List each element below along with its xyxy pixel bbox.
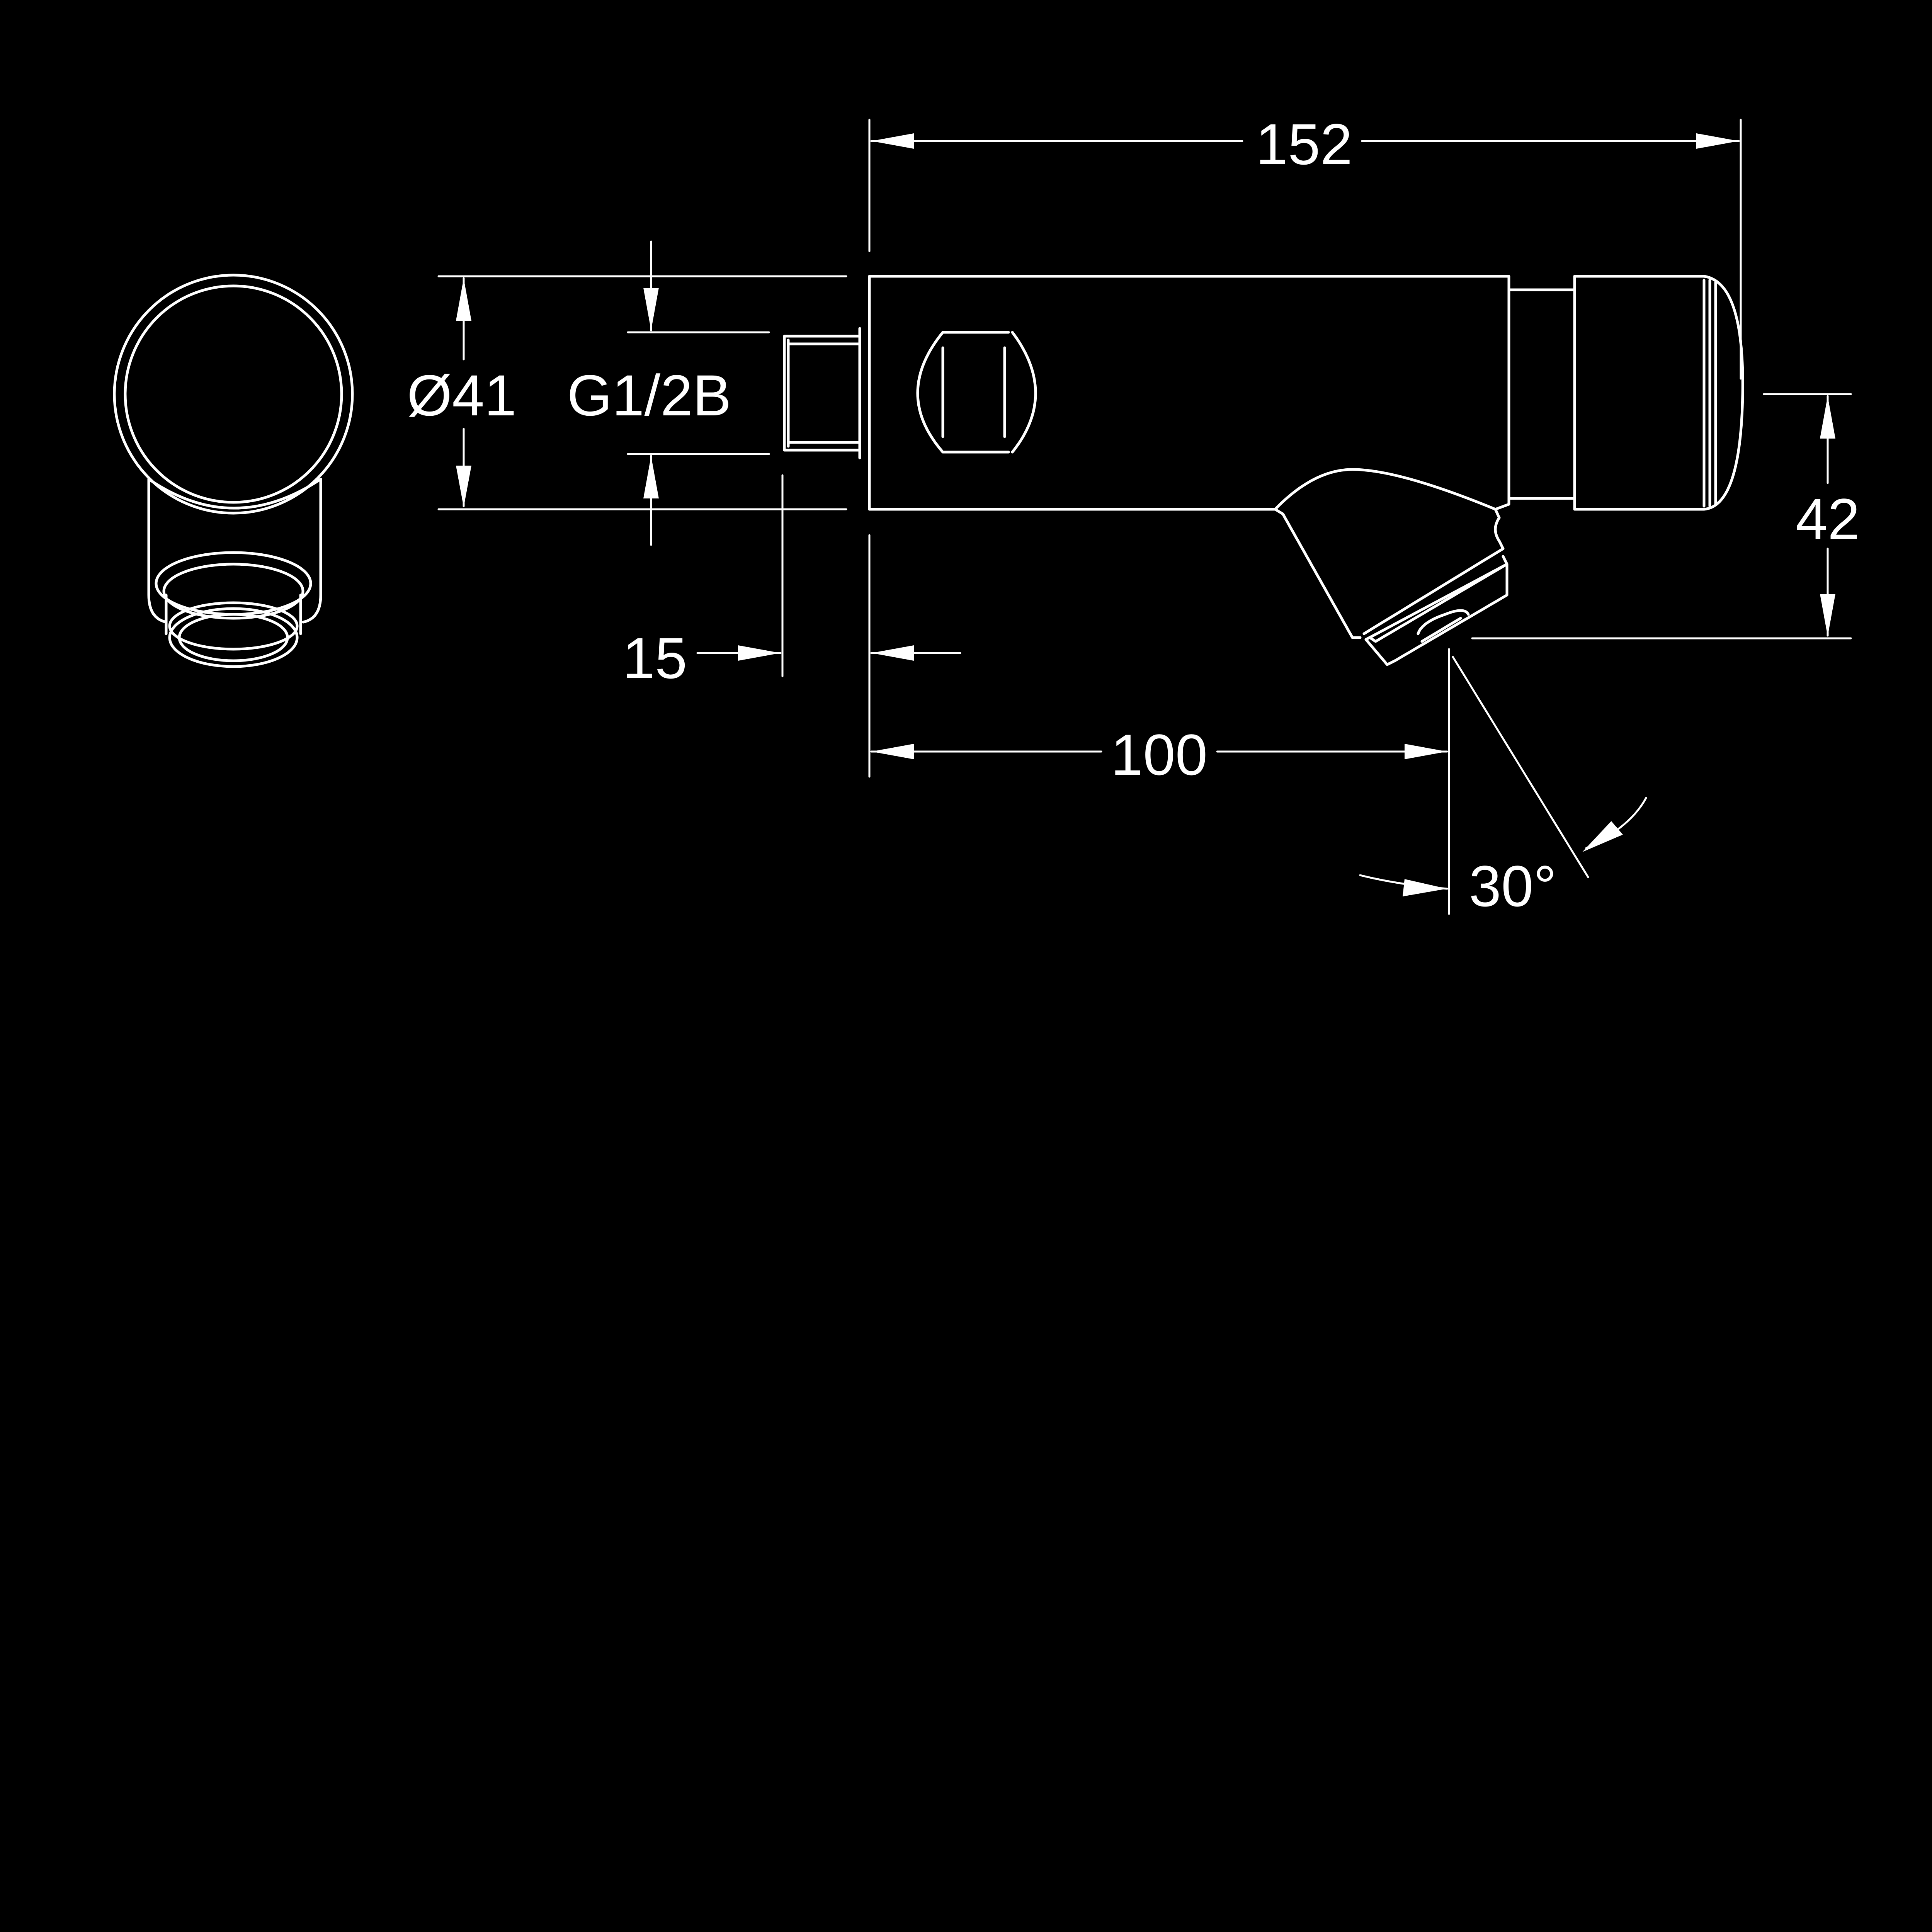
thread-connector [783, 327, 861, 459]
valve-body [868, 275, 1510, 511]
dim-spout-offset: 100 [1111, 722, 1208, 787]
dimension-lines [437, 119, 1852, 915]
neck [1507, 288, 1576, 500]
dim-height: 42 [1796, 486, 1860, 551]
button-window [916, 331, 1037, 454]
angled-spout [1274, 508, 1509, 666]
end-view [113, 274, 354, 668]
dim-thread: G1/2B [567, 363, 731, 428]
push-head [1573, 275, 1744, 511]
dim-diameter: Ø41 [407, 363, 517, 428]
dim-overall-length: 152 [1256, 112, 1352, 177]
dimension-labels: 152 Ø41 G1/2B 15 100 42 30° [407, 112, 1860, 918]
dim-angle: 30° [1469, 854, 1557, 918]
side-view [783, 275, 1744, 666]
dim-thread-length: 15 [623, 626, 687, 690]
